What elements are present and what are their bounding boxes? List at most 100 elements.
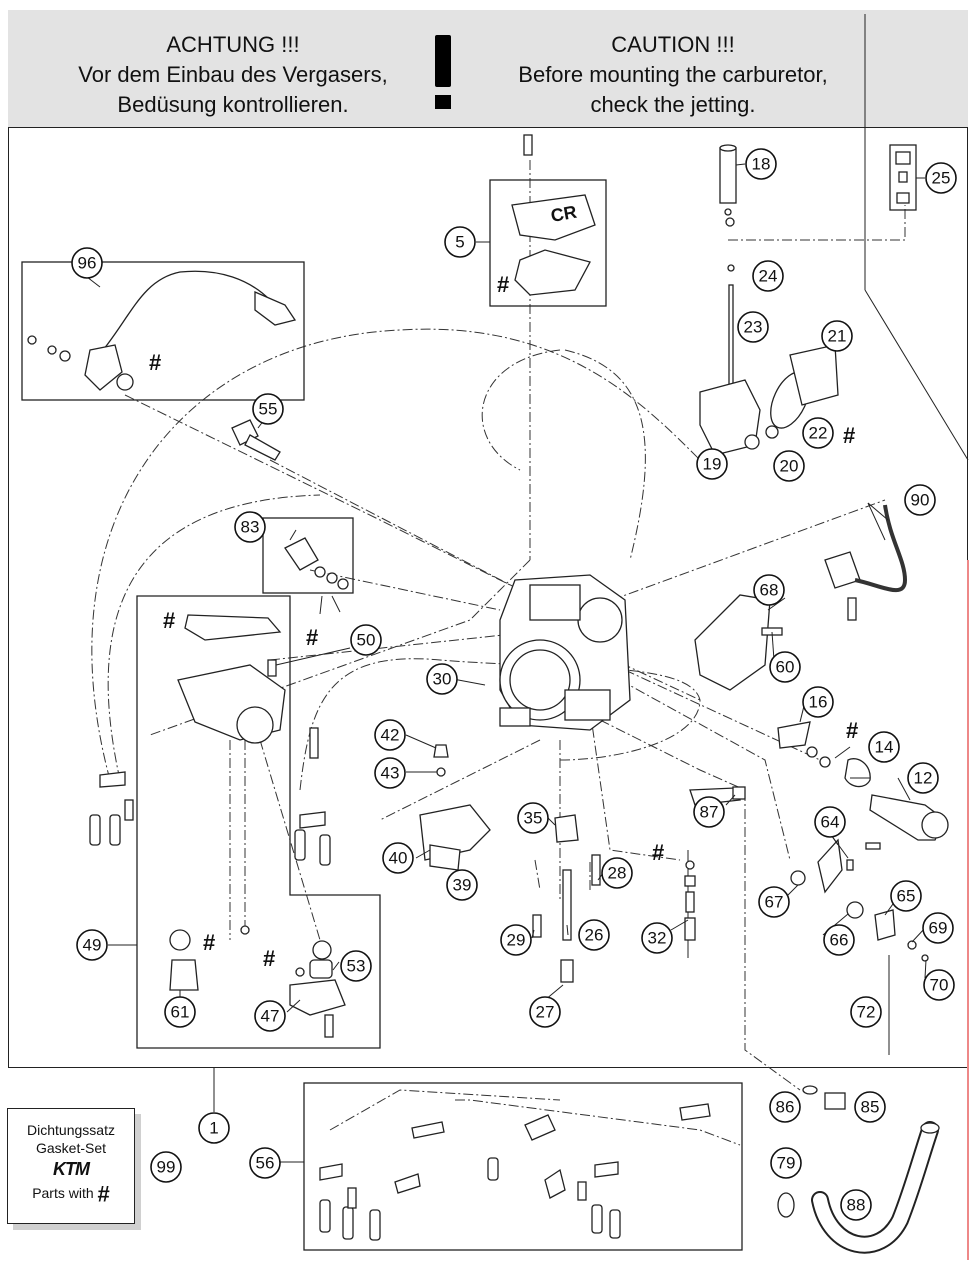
svg-text:66: 66 <box>830 931 849 950</box>
svg-text:23: 23 <box>744 318 763 337</box>
warning-english: CAUTION !!! Before mounting the carburet… <box>488 30 858 120</box>
part-79-clamp <box>777 1192 795 1218</box>
svg-text:69: 69 <box>929 919 948 938</box>
callout-24: 24 <box>752 260 784 292</box>
svg-text:70: 70 <box>930 976 949 995</box>
callout-28: 28 <box>601 857 633 889</box>
hash-markers: # # # # # # # # # <box>149 272 858 971</box>
callout-67: 67 <box>758 886 790 918</box>
jets-assembly <box>532 814 601 983</box>
svg-text:56: 56 <box>256 1154 275 1173</box>
hash-marker-14: # <box>846 718 858 743</box>
callout-61: 61 <box>164 996 196 1028</box>
callout-50: 50 <box>350 624 382 656</box>
hash-marker-53: # <box>263 946 275 971</box>
callout-25: 25 <box>925 162 957 194</box>
svg-text:90: 90 <box>911 491 930 510</box>
callout-85: 85 <box>854 1091 886 1123</box>
gasket-set-box: Dichtungssatz Gasket-Set KTM Parts with … <box>7 1108 135 1224</box>
callout-35: 35 <box>517 802 549 834</box>
svg-text:83: 83 <box>241 518 260 537</box>
svg-text:16: 16 <box>809 693 828 712</box>
hash-marker-61: # <box>203 930 215 955</box>
callout-79: 79 <box>770 1147 802 1179</box>
callout-90: 90 <box>904 484 936 516</box>
svg-text:42: 42 <box>381 726 400 745</box>
throttle-sensor-assembly <box>419 744 491 871</box>
frame-edge-diagonal <box>864 289 969 461</box>
callout-69: 69 <box>922 912 954 944</box>
callout-66: 66 <box>823 924 855 956</box>
callout-29: 29 <box>500 924 532 956</box>
hash-marker-5: # <box>497 272 509 297</box>
callout-70: 70 <box>923 969 955 1001</box>
svg-text:53: 53 <box>347 957 366 976</box>
parts-with-hash: # <box>97 1181 110 1207</box>
callout-65: 65 <box>890 880 922 912</box>
svg-text:24: 24 <box>759 267 778 286</box>
svg-text:25: 25 <box>932 169 951 188</box>
exclamation-icon <box>432 35 454 109</box>
callout-12: 12 <box>907 762 939 794</box>
callout-5: 5 <box>444 226 476 258</box>
svg-text:47: 47 <box>261 1007 280 1026</box>
callout-88: 88 <box>840 1189 872 1221</box>
ktm-logo: KTM <box>53 1159 90 1179</box>
svg-text:67: 67 <box>765 893 784 912</box>
callout-leaders <box>86 163 927 1163</box>
callout-18: 18 <box>745 148 777 180</box>
callout-86: 86 <box>769 1091 801 1123</box>
svg-text:39: 39 <box>453 876 472 895</box>
warning-english-line1: Before mounting the carburetor, <box>518 62 828 87</box>
accelerator-pump-assembly <box>699 144 839 456</box>
callout-64: 64 <box>814 806 846 838</box>
callout-20: 20 <box>773 450 805 482</box>
warning-english-line2: check the jetting. <box>590 92 756 117</box>
callout-32: 32 <box>641 922 673 954</box>
callout-30: 30 <box>426 663 458 695</box>
svg-text:43: 43 <box>381 764 400 783</box>
svg-text:28: 28 <box>608 864 627 883</box>
callout-60: 60 <box>769 651 801 683</box>
svg-text:32: 32 <box>648 929 667 948</box>
warning-english-title: CAUTION !!! <box>611 32 735 57</box>
callout-56: 56 <box>249 1147 281 1179</box>
cover-label: CR <box>549 202 578 226</box>
callout-55: 55 <box>252 393 284 425</box>
hash-marker-32: # <box>652 840 664 865</box>
callout-26: 26 <box>578 919 610 951</box>
warning-german: ACHTUNG !!! Vor dem Einbau des Vergasers… <box>48 30 418 120</box>
svg-text:22: 22 <box>809 424 828 443</box>
svg-text:12: 12 <box>914 769 933 788</box>
hash-marker-bowl-gasket: # <box>163 608 175 633</box>
svg-text:14: 14 <box>875 738 894 757</box>
top-cover-group-box <box>489 179 607 307</box>
callout-16: 16 <box>802 686 834 718</box>
callout-83: 83 <box>234 511 266 543</box>
svg-text:27: 27 <box>536 1003 555 1022</box>
float-bowl <box>169 614 346 1038</box>
throttle-shaft-parts <box>777 721 949 841</box>
carburetor-body <box>499 574 631 731</box>
callout-72: 72 <box>850 996 882 1028</box>
callout-22: 22 <box>802 417 834 449</box>
drain-screw-parts <box>802 1085 846 1110</box>
callout-43: 43 <box>374 757 406 789</box>
svg-text:65: 65 <box>897 887 916 906</box>
parts-with-label: Parts with <box>32 1185 94 1201</box>
callout-96: 96 <box>71 247 103 279</box>
gasket-set-line2: Gasket-Set <box>35 1140 107 1156</box>
hash-marker-22: # <box>843 423 855 448</box>
svg-text:49: 49 <box>83 936 102 955</box>
callout-68: 68 <box>753 574 785 606</box>
callout-19: 19 <box>696 448 728 480</box>
svg-text:72: 72 <box>857 1003 876 1022</box>
gasket-set-line1: Dichtungssatz <box>27 1122 115 1138</box>
svg-text:96: 96 <box>78 254 97 273</box>
hose-set-contents <box>319 1103 711 1241</box>
callout-47: 47 <box>254 1000 286 1032</box>
callout-49: 49 <box>76 929 108 961</box>
svg-text:20: 20 <box>780 457 799 476</box>
svg-text:1: 1 <box>209 1119 218 1138</box>
